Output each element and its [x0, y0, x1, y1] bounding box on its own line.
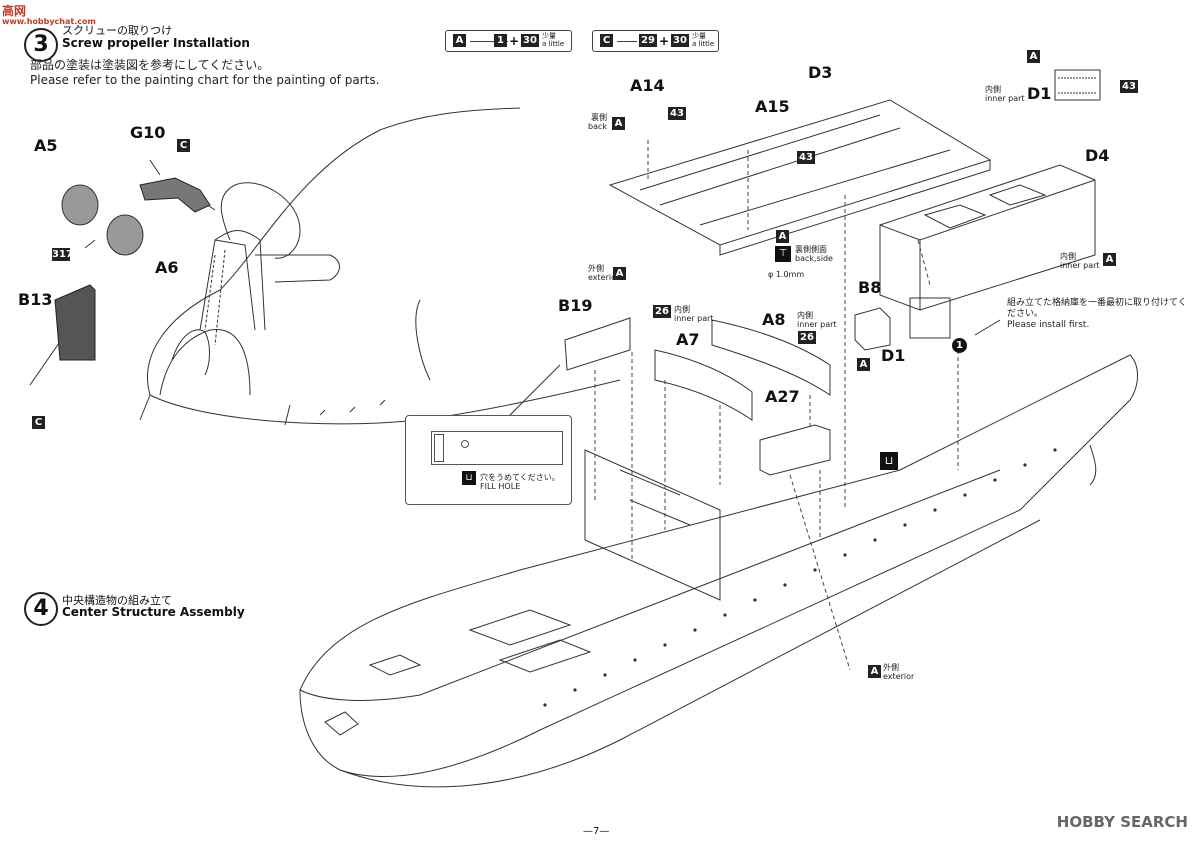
tree-c-box-b13: C: [32, 416, 45, 429]
part-g10-label: G10: [130, 123, 166, 142]
step-4-title-en: Center Structure Assembly: [62, 605, 245, 619]
step-4-number: 4: [24, 592, 58, 626]
drill-diameter: φ 1.0mm: [768, 270, 805, 279]
step-4-title-jp: 中央構造物の組み立て: [62, 594, 172, 607]
step-3-title-en: Screw propeller Installation: [62, 36, 250, 50]
paint-26-box-b19: 26: [653, 305, 671, 318]
tree-a-box-b19: A: [613, 267, 626, 280]
paint-43-box-d1-top: 43: [1120, 80, 1138, 93]
step-marker-1: 1: [952, 338, 967, 353]
tree-a-box-a27: A: [868, 665, 881, 678]
part-a7-label: A7: [676, 330, 700, 349]
part-a8-label: A8: [762, 310, 786, 329]
fill-hole-note: 穴をうめてください。FILL HOLE: [480, 473, 560, 491]
tree-a-box-b8: A: [857, 358, 870, 371]
tree-a-box-back: A: [612, 117, 625, 130]
paint-317-box: 317: [52, 248, 73, 261]
part-a27-label: A27: [765, 387, 800, 406]
page-number: —7—: [583, 826, 610, 837]
painting-note-en: Please refer to the painting chart for t…: [30, 73, 380, 87]
part-d1-label: D1: [881, 346, 906, 365]
fill-hole-icon: ⊔: [462, 471, 476, 485]
paint-43-box-a14: 43: [668, 107, 686, 120]
tree-a-box-d1-top: A: [1027, 50, 1040, 63]
watermark-right: HOBBY SEARCH: [1056, 813, 1188, 831]
install-first-note: 組み立てた格納庫を一番最初に取り付けてください。Please install f…: [1007, 298, 1187, 330]
part-a15-label: A15: [755, 97, 790, 116]
painting-note-jp: 部品の塗装は塗装図を参考にしてください。: [30, 58, 270, 72]
tree-c-box-g10: C: [177, 139, 190, 152]
part-b19-label: B19: [558, 296, 593, 315]
part-a6-label: A6: [155, 258, 179, 277]
paint-26-box-a8: 26: [798, 331, 816, 344]
drill-icon: ⊤: [775, 246, 791, 262]
fill-hole-detail: ⊔ 穴をうめてください。FILL HOLE: [405, 415, 572, 505]
step-3-number: 3: [24, 28, 58, 62]
part-d3-label: D3: [808, 63, 833, 82]
tree-a-box-hole: A: [776, 230, 789, 243]
watermark-left: 高网 www.hobbychat.com: [2, 4, 96, 26]
part-d4-label: D4: [1085, 146, 1110, 165]
step-3-title-jp: スクリューの取りつけ: [62, 24, 173, 37]
part-b8-label: B8: [858, 278, 882, 297]
part-d1-top-label: D1: [1027, 84, 1052, 103]
paint-43-box-a15: 43: [797, 151, 815, 164]
tree-a-box-d4: A: [1103, 253, 1116, 266]
part-b13-label: B13: [18, 290, 53, 309]
part-a14-label: A14: [630, 76, 665, 95]
fill-icon-deck: ⊔: [880, 452, 898, 470]
part-a5-label: A5: [34, 136, 58, 155]
